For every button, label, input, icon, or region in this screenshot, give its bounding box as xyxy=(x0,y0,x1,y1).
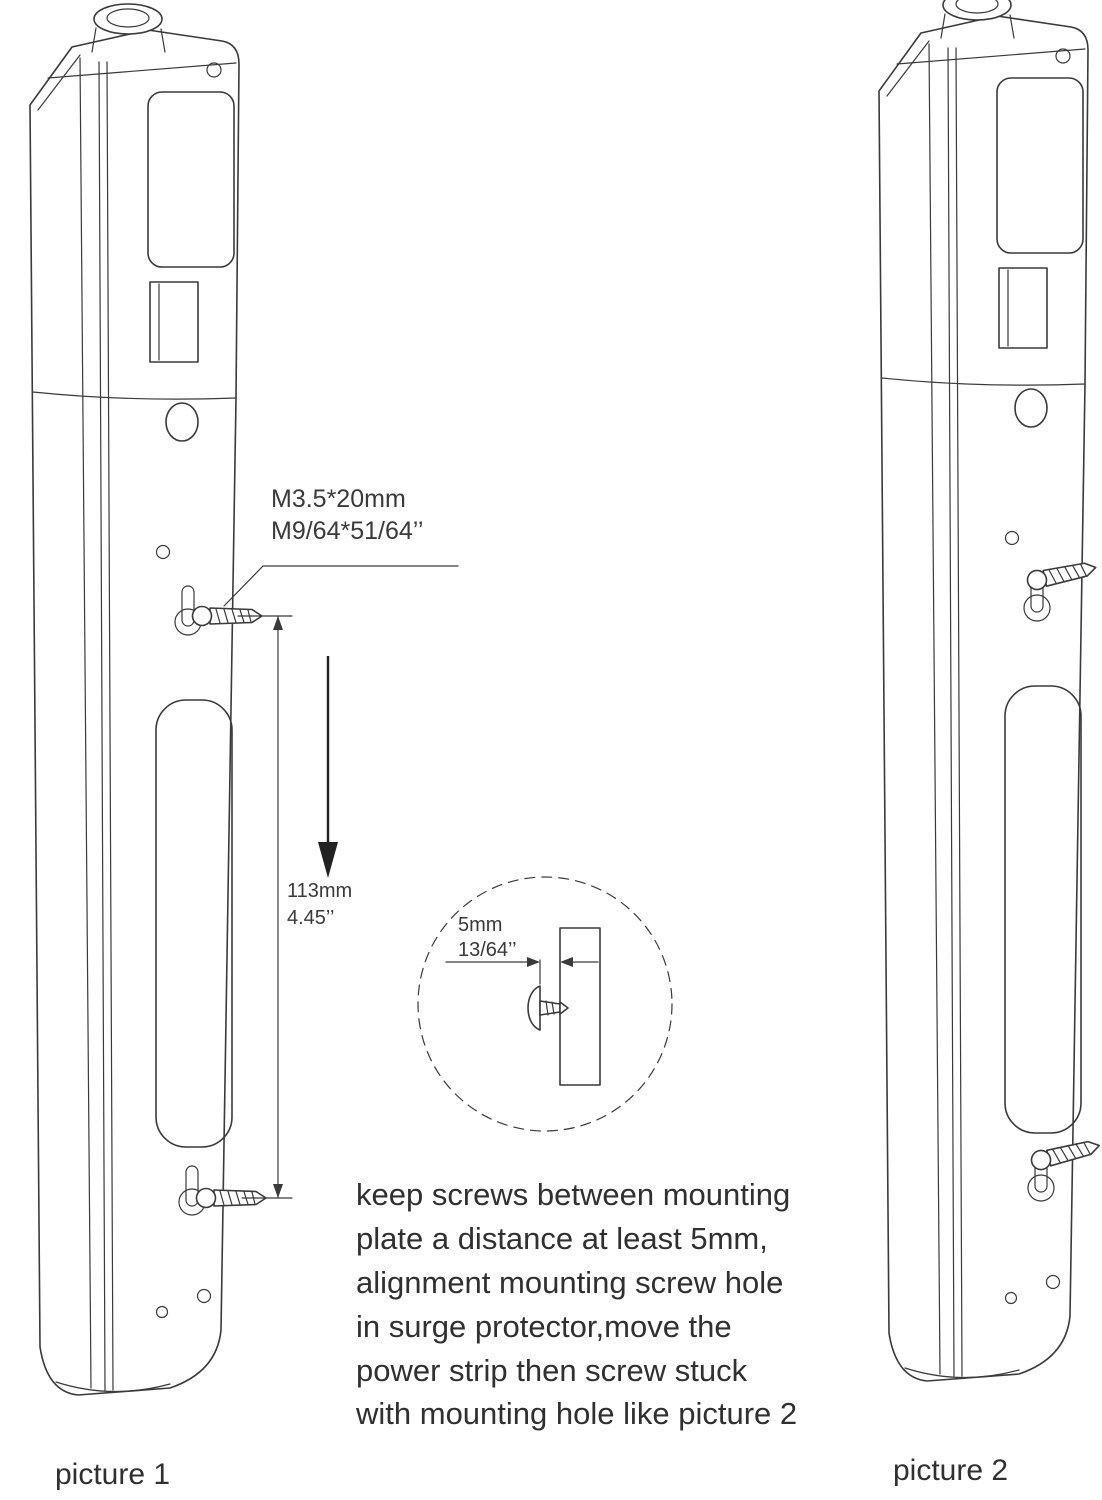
detail-circle xyxy=(417,876,673,1132)
gap-mm-label: 5mm xyxy=(458,914,502,936)
gap-detail-bubble: 5mm 13/64’’ xyxy=(417,876,673,1132)
power-strip-picture-2 xyxy=(878,0,1102,1382)
power-strip-picture-1 xyxy=(29,3,267,1396)
gap-arrow-left-icon xyxy=(560,957,573,967)
picture-2-caption: picture 2 xyxy=(893,1454,1008,1487)
down-arrow-icon xyxy=(318,842,338,878)
screw-spec-callout: M3.5*20mm M9/64*51/64’’ xyxy=(223,485,459,607)
seated-screw-top xyxy=(1024,557,1099,593)
instruction-line: power strip then screw stuck xyxy=(356,1353,748,1388)
slide-direction-arrow xyxy=(318,656,338,878)
screw-spec-imperial-label: M9/64*51/64’’ xyxy=(271,517,423,545)
distance-mm-label: 113mm xyxy=(287,880,352,902)
instruction-text-block: keep screws between mounting plate a dis… xyxy=(355,1177,797,1431)
surge-protector-rear-view xyxy=(29,3,240,1396)
dimension-arrow-up-icon xyxy=(273,616,283,630)
surge-protector-rear-view xyxy=(878,0,1089,1382)
dimension-arrow-down-icon xyxy=(273,1184,283,1198)
leader-line xyxy=(223,565,459,607)
seated-screw-bottom xyxy=(1028,1135,1102,1173)
distance-in-label: 4.45’’ xyxy=(287,907,334,929)
detail-screw xyxy=(527,985,569,1031)
instruction-line: with mounting hole like picture 2 xyxy=(355,1396,797,1431)
instruction-line: in surge protector,move the xyxy=(356,1309,732,1344)
gap-arrow-right-icon xyxy=(527,957,540,967)
instruction-line: alignment mounting screw hole xyxy=(356,1265,783,1300)
screw-spec-metric-label: M3.5*20mm xyxy=(271,485,406,513)
gap-in-label: 13/64’’ xyxy=(458,939,517,961)
instruction-line: plate a distance at least 5mm, xyxy=(356,1221,768,1256)
picture-1-caption: picture 1 xyxy=(55,1458,170,1491)
instruction-line: keep screws between mounting xyxy=(356,1177,790,1212)
vertical-dimension: 113mm 4.45’’ xyxy=(237,615,352,1199)
